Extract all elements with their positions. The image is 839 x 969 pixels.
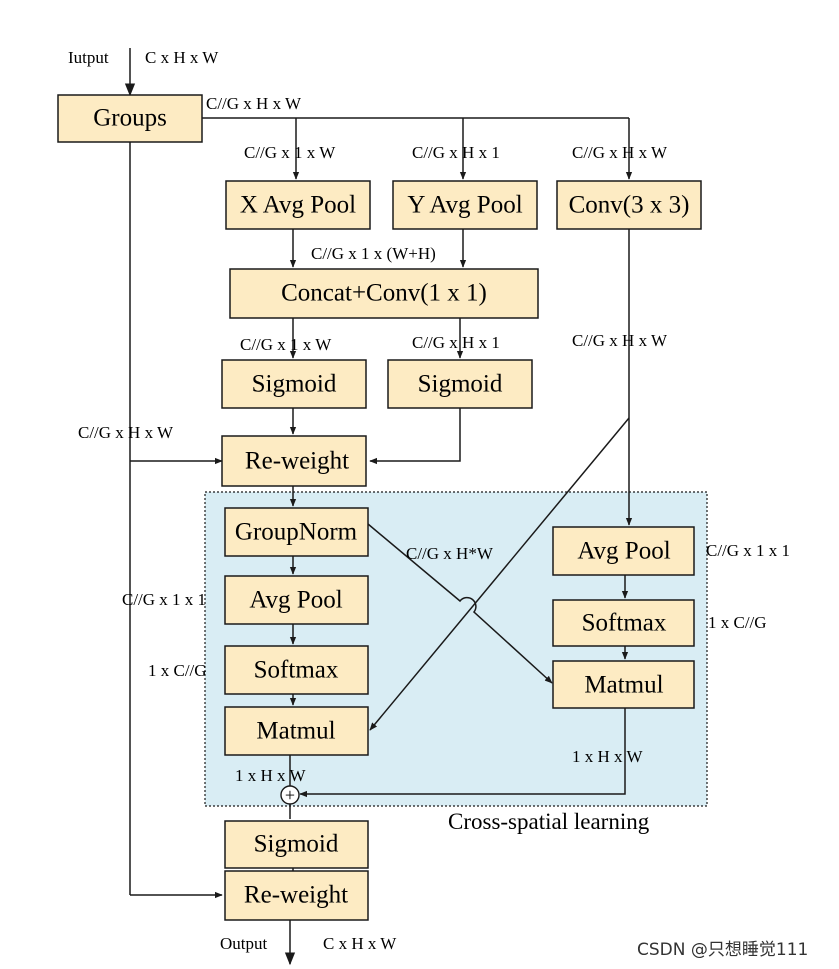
softmax-left-label: Softmax: [254, 657, 339, 684]
dim-cross: C//G x H*W: [406, 544, 494, 563]
dim-conv-in: C//G x H x W: [572, 143, 668, 162]
dim-matmul-left-out: 1 x H x W: [235, 766, 306, 785]
edge-conv-to-matmul-left: [369, 417, 630, 731]
input-dims: C x H x W: [145, 48, 219, 67]
dim-concat-in: C//G x 1 x (W+H): [311, 244, 436, 263]
y-avg-pool-label: Y Avg Pool: [407, 192, 522, 219]
sum-node: +: [280, 785, 300, 805]
dim-x-pool-in: C//G x 1 x W: [244, 143, 336, 162]
reweight-bottom-label: Re-weight: [244, 882, 348, 909]
softmax-right-label: Softmax: [582, 610, 667, 637]
node-groupnorm: GroupNorm: [224, 507, 369, 557]
node-x-avg-pool: X Avg Pool: [225, 180, 371, 230]
dim-skip: C//G x H x W: [78, 423, 174, 442]
node-reweight-top: Re-weight: [221, 435, 367, 487]
dim-softmax-left-out: 1 x C//G: [148, 661, 207, 680]
node-concat-conv: Concat+Conv(1 x 1): [229, 268, 539, 319]
dim-groups-out: C//G x H x W: [206, 94, 302, 113]
concat-conv-label: Concat+Conv(1 x 1): [281, 280, 487, 307]
edge-matmul-right-sum: [299, 708, 626, 798]
node-groups: Groups: [57, 94, 203, 143]
matmul-right-label: Matmul: [584, 672, 663, 699]
conv3-label: Conv(3 x 3): [569, 192, 690, 219]
matmul-left-label: Matmul: [256, 718, 335, 745]
node-sigmoid-bottom: Sigmoid: [224, 820, 369, 869]
output-label: Output: [220, 934, 268, 953]
groupnorm-label: GroupNorm: [235, 519, 358, 546]
dim-avgpool-left-out: C//G x 1 x 1: [122, 590, 206, 609]
sigmoid-bottom-label: Sigmoid: [254, 831, 339, 858]
node-avgpool-right: Avg Pool: [552, 526, 695, 576]
node-matmul-right: Matmul: [552, 660, 695, 709]
node-conv3: Conv(3 x 3): [556, 180, 702, 230]
groups-label: Groups: [93, 105, 167, 132]
sum-symbol: +: [285, 785, 295, 805]
x-avg-pool-label: X Avg Pool: [240, 192, 356, 219]
node-avgpool-left: Avg Pool: [224, 575, 369, 625]
dim-conv-out: C//G x H x W: [572, 331, 668, 350]
node-softmax-left: Softmax: [224, 645, 369, 695]
dim-matmul-right-out: 1 x H x W: [572, 747, 643, 766]
sigmoid-right-label: Sigmoid: [418, 371, 503, 398]
reweight-top-label: Re-weight: [245, 448, 349, 475]
node-softmax-right: Softmax: [552, 599, 695, 647]
dim-sigmoid-left-in: C//G x 1 x W: [240, 335, 332, 354]
avgpool-right-label: Avg Pool: [577, 538, 670, 565]
region-label: Cross-spatial learning: [448, 809, 650, 834]
dim-sigmoid-right-in: C//G x H x 1: [412, 333, 500, 352]
dim-y-pool-in: C//G x H x 1: [412, 143, 500, 162]
avgpool-left-label: Avg Pool: [249, 587, 342, 614]
node-reweight-bottom: Re-weight: [224, 870, 369, 921]
edge-sigmoid-right-reweight: [369, 408, 461, 465]
output-dims: C x H x W: [323, 934, 397, 953]
edges: [124, 48, 633, 966]
dim-softmax-right-out: 1 x C//G: [708, 613, 767, 632]
sigmoid-left-label: Sigmoid: [252, 371, 337, 398]
input-label: Iutput: [68, 48, 109, 67]
edge-groupnorm-to-matmul-right: [367, 523, 553, 684]
node-matmul-left: Matmul: [224, 706, 369, 756]
dim-avgpool-right-out: C//G x 1 x 1: [706, 541, 790, 560]
node-sigmoid-left: Sigmoid: [221, 359, 367, 409]
node-y-avg-pool: Y Avg Pool: [392, 180, 538, 230]
node-sigmoid-right: Sigmoid: [387, 359, 533, 409]
watermark: CSDN @只想睡觉111: [637, 940, 808, 960]
